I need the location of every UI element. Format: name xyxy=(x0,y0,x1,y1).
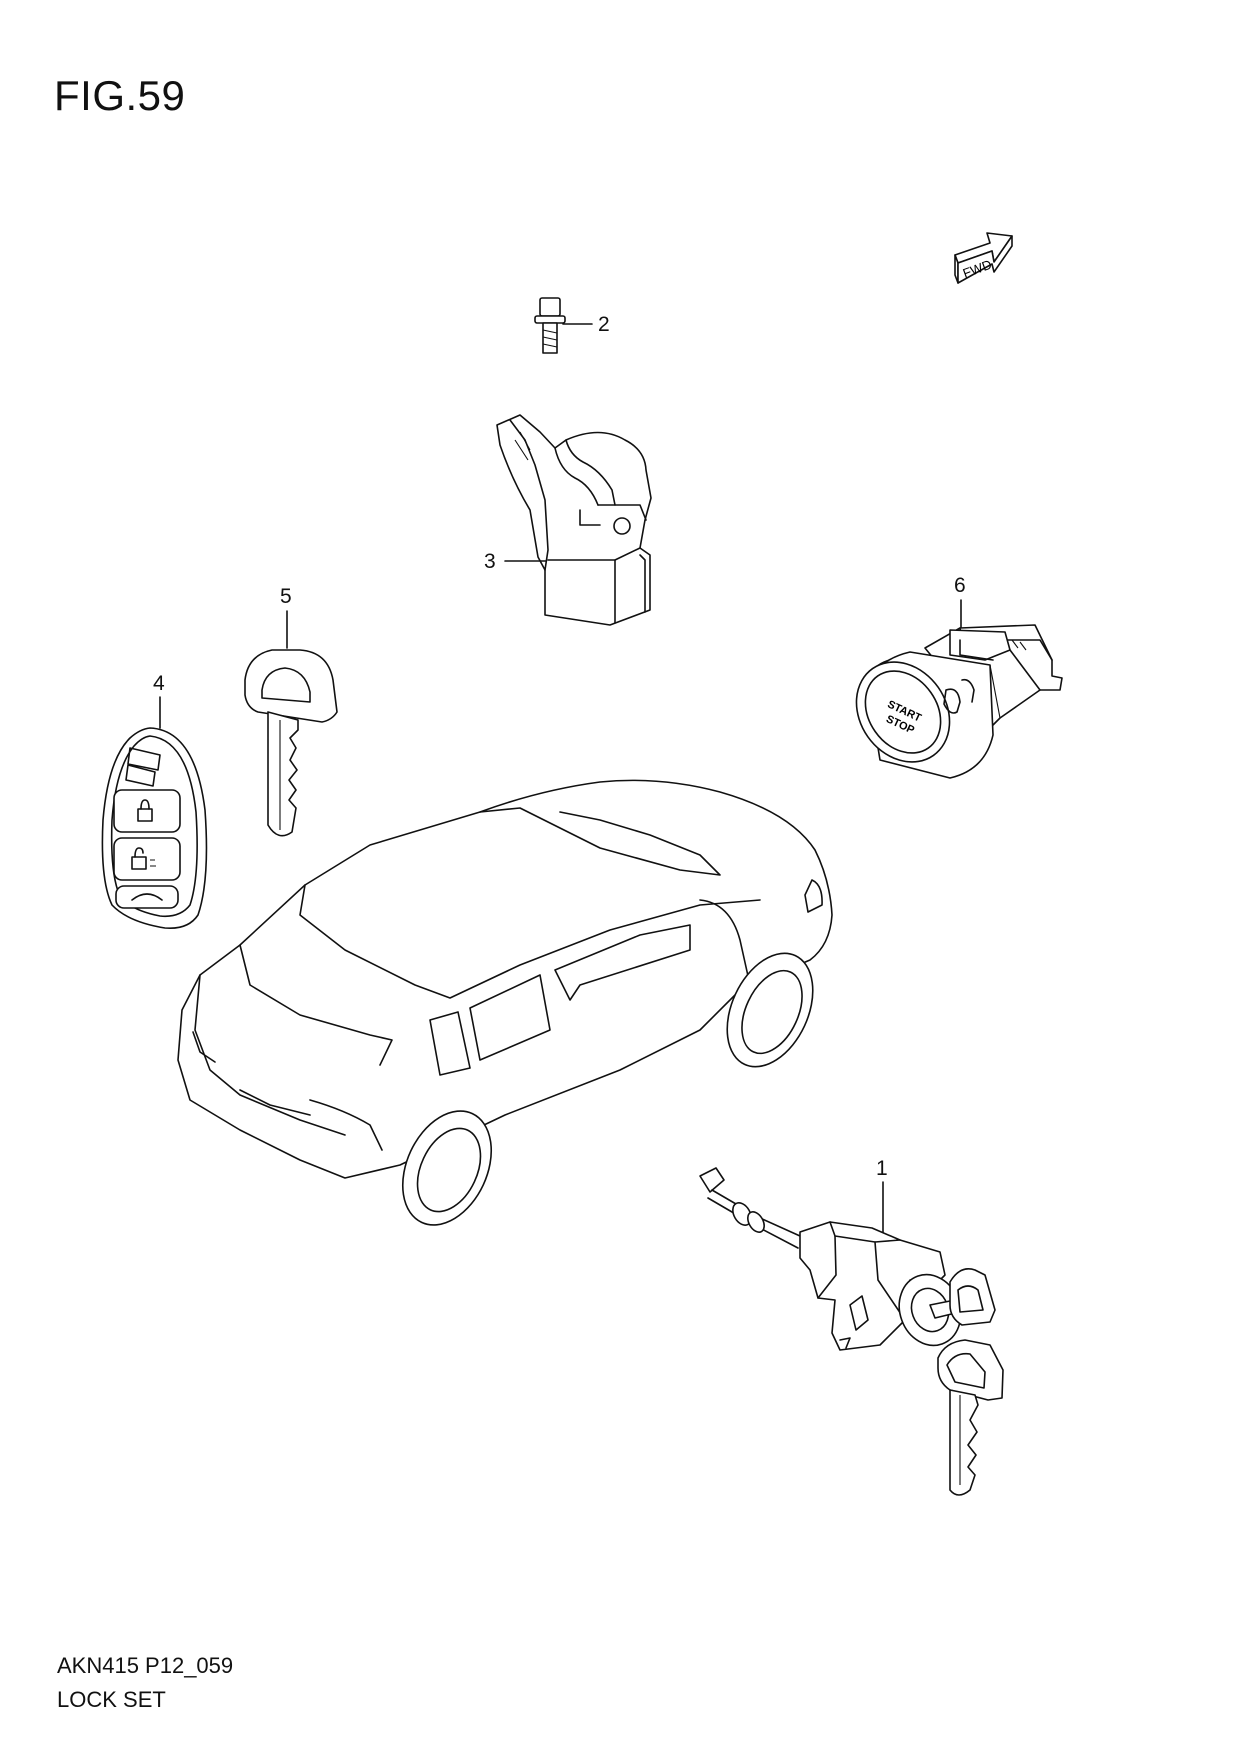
callout-3: 3 xyxy=(484,550,496,573)
part-smart-key-fob: 4 xyxy=(101,672,208,930)
part-bolt: 2 xyxy=(534,297,610,354)
part-start-stop-switch: 6 START STOP xyxy=(855,574,1063,779)
callout-6: 6 xyxy=(954,574,966,597)
assembly-name: LOCK SET xyxy=(57,1687,166,1712)
callout-4: 4 xyxy=(153,672,165,695)
vehicle-outline xyxy=(177,779,833,1226)
part-door-lock-cylinder: 1 xyxy=(699,1157,1004,1496)
catalog-code: AKN415 P12_059 xyxy=(57,1653,234,1678)
callout-5: 5 xyxy=(280,585,292,608)
figure-title: FIG.59 xyxy=(54,72,186,119)
fwd-direction-marker: FWD xyxy=(954,232,1013,284)
callout-1: 1 xyxy=(876,1157,888,1180)
callout-2: 2 xyxy=(598,313,610,336)
part-steering-lock-bracket: 3 xyxy=(484,414,652,626)
part-emergency-key: 5 xyxy=(244,585,338,837)
